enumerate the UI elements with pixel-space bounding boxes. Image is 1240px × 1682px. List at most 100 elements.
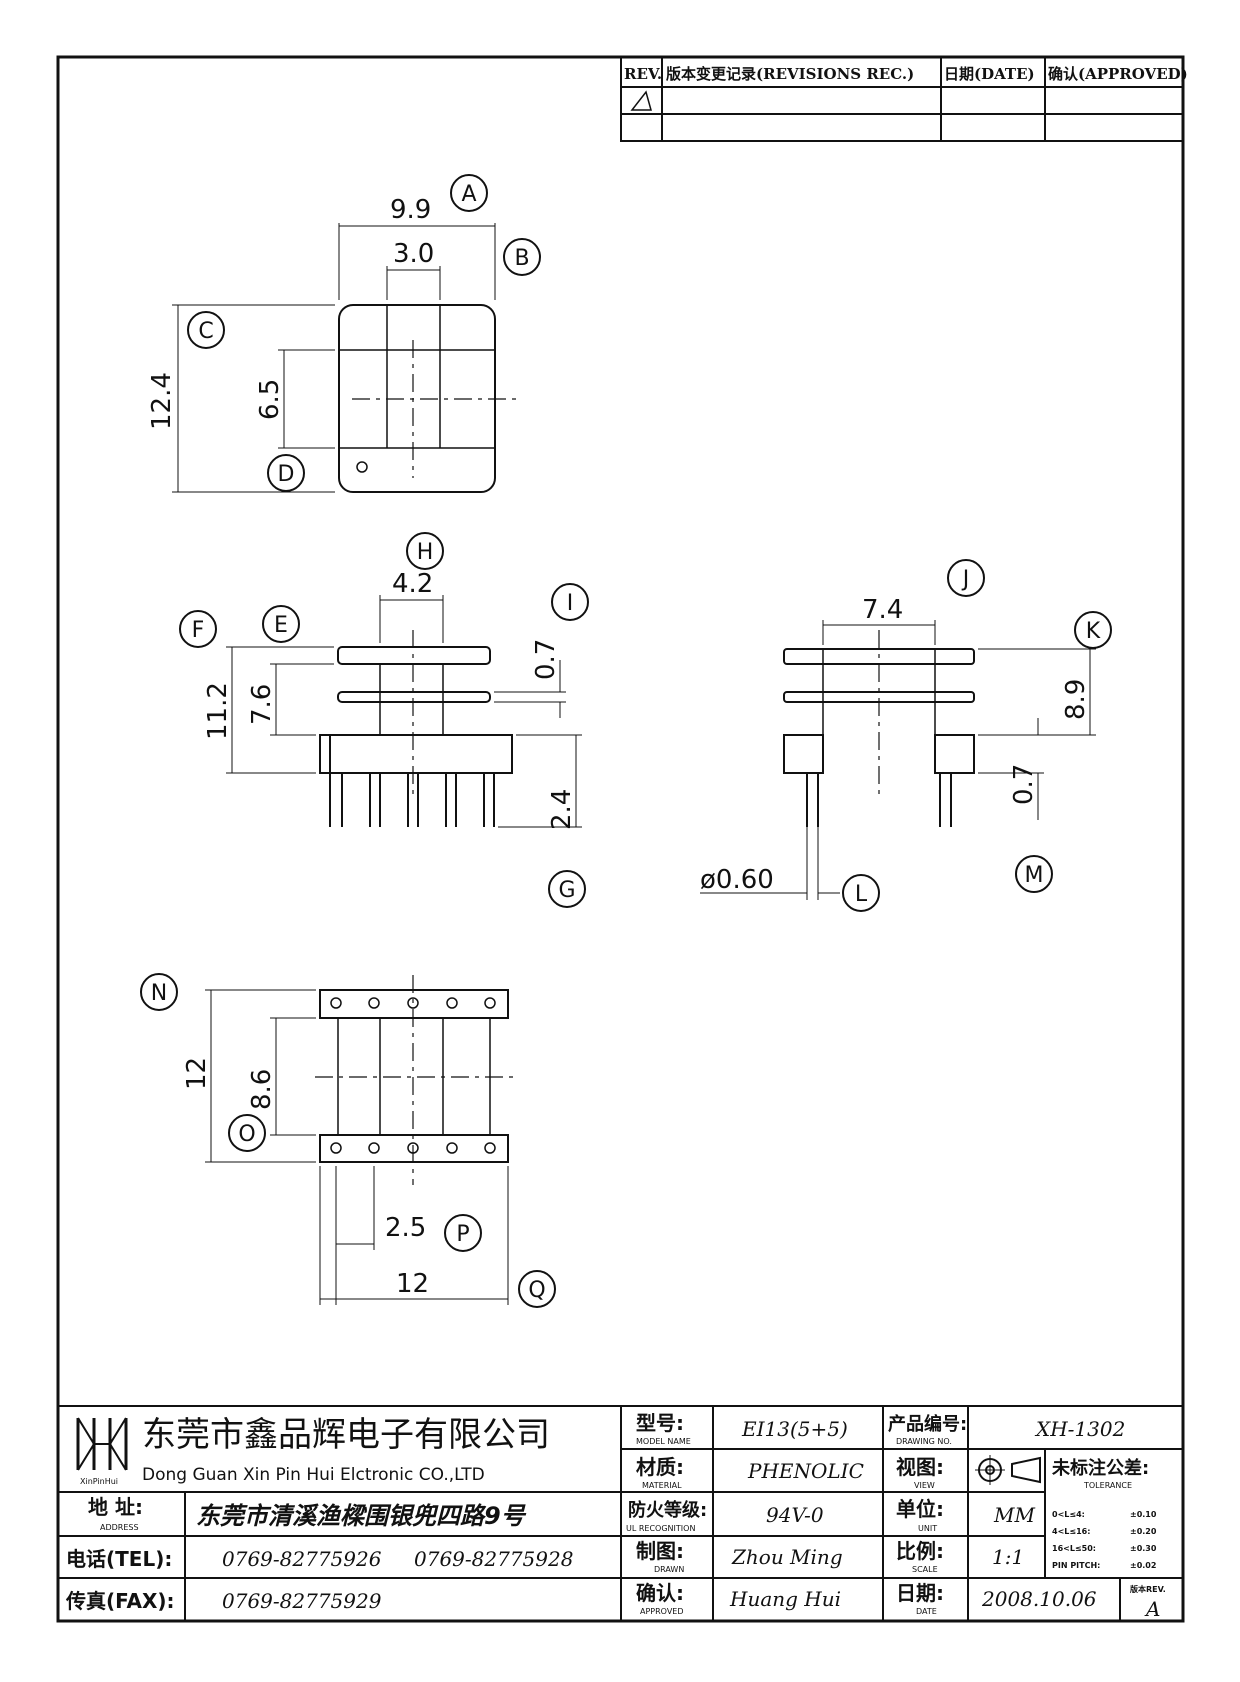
view-label-en: VIEW	[914, 1481, 935, 1490]
callout-label-d: D	[278, 462, 295, 487]
revision-table	[620, 56, 1184, 142]
dim-top-inner-height: 6.5	[255, 379, 285, 420]
callout-circle-h	[406, 532, 444, 570]
logo-caption: XinPinHui	[80, 1477, 118, 1486]
approved-label: 确认:	[636, 1581, 684, 1605]
callout-label-a: A	[461, 182, 476, 207]
dim-side-base-thickness: 0.7	[1009, 764, 1039, 805]
address-label-en: ADDRESS	[100, 1523, 139, 1532]
callout-label-l: L	[855, 882, 868, 907]
dim-side-height: 8.9	[1061, 679, 1091, 720]
callout-label-j: J	[961, 567, 970, 592]
callout-circle-i	[551, 583, 589, 621]
drawing-no-value: XH-1302	[1034, 1417, 1125, 1441]
unit-label-en: UNIT	[918, 1524, 937, 1533]
dim-side-width: 7.4	[862, 595, 903, 625]
dim-top-width: 9.9	[390, 195, 431, 225]
callout-label-m: M	[1025, 863, 1044, 888]
revision-date-label: 日期(DATE)	[944, 65, 1035, 83]
drawing-no-label-en: DRAWING NO.	[896, 1437, 952, 1446]
view-label: 视图:	[896, 1455, 944, 1479]
title-block-grid	[57, 1405, 1184, 1622]
callout-circle-m	[1015, 855, 1053, 893]
callout-circle-b	[503, 238, 541, 276]
model-label-en: MODEL NAME	[636, 1437, 691, 1446]
tolerance-range-1: 0<L≤4:	[1052, 1510, 1085, 1519]
flame-label-en: UL RECOGNITION	[626, 1524, 695, 1533]
bottom-view	[205, 975, 515, 1305]
callout-label-i: I	[567, 591, 574, 616]
sheet-border	[56, 55, 1185, 1623]
dim-top-slot-width: 3.0	[393, 239, 434, 269]
date-label: 日期:	[896, 1581, 944, 1605]
drawing-no-label: 产品编号:	[888, 1413, 967, 1435]
fax-value: 0769-82775929	[222, 1589, 382, 1613]
revisions-rec-label: 版本变更记录(REVISIONS REC.)	[666, 65, 914, 83]
revision-label: 版本REV.	[1129, 1584, 1166, 1594]
flame-value: 94V-0	[766, 1503, 824, 1527]
callout-circle-k	[1074, 611, 1112, 649]
model-value: EI13(5+5)	[741, 1417, 848, 1441]
callout-circle-n	[140, 973, 178, 1011]
dim-bottom-total-width: 12	[396, 1269, 429, 1299]
callout-circle-o	[228, 1114, 266, 1152]
drawn-label: 制图:	[636, 1539, 684, 1563]
unit-value: MM	[993, 1503, 1035, 1527]
tel-value-1: 0769-82775926	[222, 1547, 382, 1571]
unit-label: 单位:	[896, 1497, 944, 1521]
callout-label-p: P	[456, 1222, 469, 1247]
tolerance-label: 未标注公差:	[1052, 1457, 1149, 1479]
tolerance-value-4: ±0.02	[1130, 1561, 1156, 1570]
material-label: 材质:	[636, 1455, 684, 1479]
tolerance-value-3: ±0.30	[1130, 1544, 1157, 1553]
tolerance-label-en: TOLERANCE	[1083, 1481, 1132, 1490]
dim-front-center-width: 4.2	[392, 569, 433, 599]
scale-label-en: SCALE	[912, 1565, 938, 1574]
drawn-value: Zhou Ming	[731, 1545, 843, 1569]
dim-front-total-height: 11.2	[203, 682, 233, 740]
tolerance-range-3: 16<L≤50:	[1052, 1544, 1096, 1553]
callout-circle-l	[842, 874, 880, 912]
company-name-en: Dong Guan Xin Pin Hui Elctronic CO.,LTD	[142, 1465, 485, 1485]
callout-circle-p	[444, 1214, 482, 1252]
scale-value: 1:1	[992, 1545, 1024, 1569]
callout-label-b: B	[514, 246, 529, 271]
model-label: 型号:	[636, 1411, 684, 1435]
date-label-en: DATE	[916, 1607, 937, 1616]
dim-bottom-inner-height: 8.6	[247, 1069, 277, 1110]
callout-circle-e	[262, 605, 300, 643]
dim-front-flange-thickness: 0.7	[531, 639, 561, 680]
callout-label-e: E	[274, 613, 288, 638]
top-view	[172, 223, 520, 493]
callout-label-n: N	[151, 981, 167, 1006]
callout-circle-c	[187, 311, 225, 349]
callout-label-h: H	[417, 540, 434, 565]
address-label: 地 址:	[88, 1495, 143, 1519]
callout-circle-g	[548, 870, 586, 908]
company-name-cn: 东莞市鑫品辉电子有限公司	[142, 1415, 550, 1455]
callout-circle-d	[267, 454, 305, 492]
tel-value-2: 0769-82775928	[414, 1547, 573, 1571]
third-angle-projection-icon	[975, 1455, 1041, 1485]
dim-front-flange-height: 7.6	[247, 684, 277, 725]
company-logo	[76, 1417, 128, 1471]
tolerance-range-2: 4<L≤16:	[1052, 1527, 1090, 1536]
revision-approved-label: 确认(APPROVED)	[1048, 65, 1188, 83]
dim-bottom-pin-pitch: 2.5	[385, 1213, 426, 1243]
callout-label-f: F	[192, 618, 205, 643]
address-value: 东莞市清溪渔樑围银兜四路9号	[196, 1502, 527, 1530]
callout-circle-q	[518, 1270, 556, 1308]
tel-label: 电话(TEL):	[66, 1547, 172, 1571]
callout-label-k: K	[1086, 619, 1101, 644]
callout-label-g: G	[558, 878, 575, 903]
callout-label-c: C	[198, 319, 213, 344]
flame-label: 防火等级:	[628, 1499, 707, 1521]
approved-value: Huang Hui	[729, 1587, 841, 1611]
revision-value: A	[1144, 1597, 1160, 1621]
rev-label: REV.	[624, 65, 662, 83]
dim-top-height: 12.4	[147, 372, 177, 430]
dim-bottom-total-height: 12	[182, 1057, 212, 1090]
tolerance-value-1: ±0.10	[1130, 1510, 1157, 1519]
